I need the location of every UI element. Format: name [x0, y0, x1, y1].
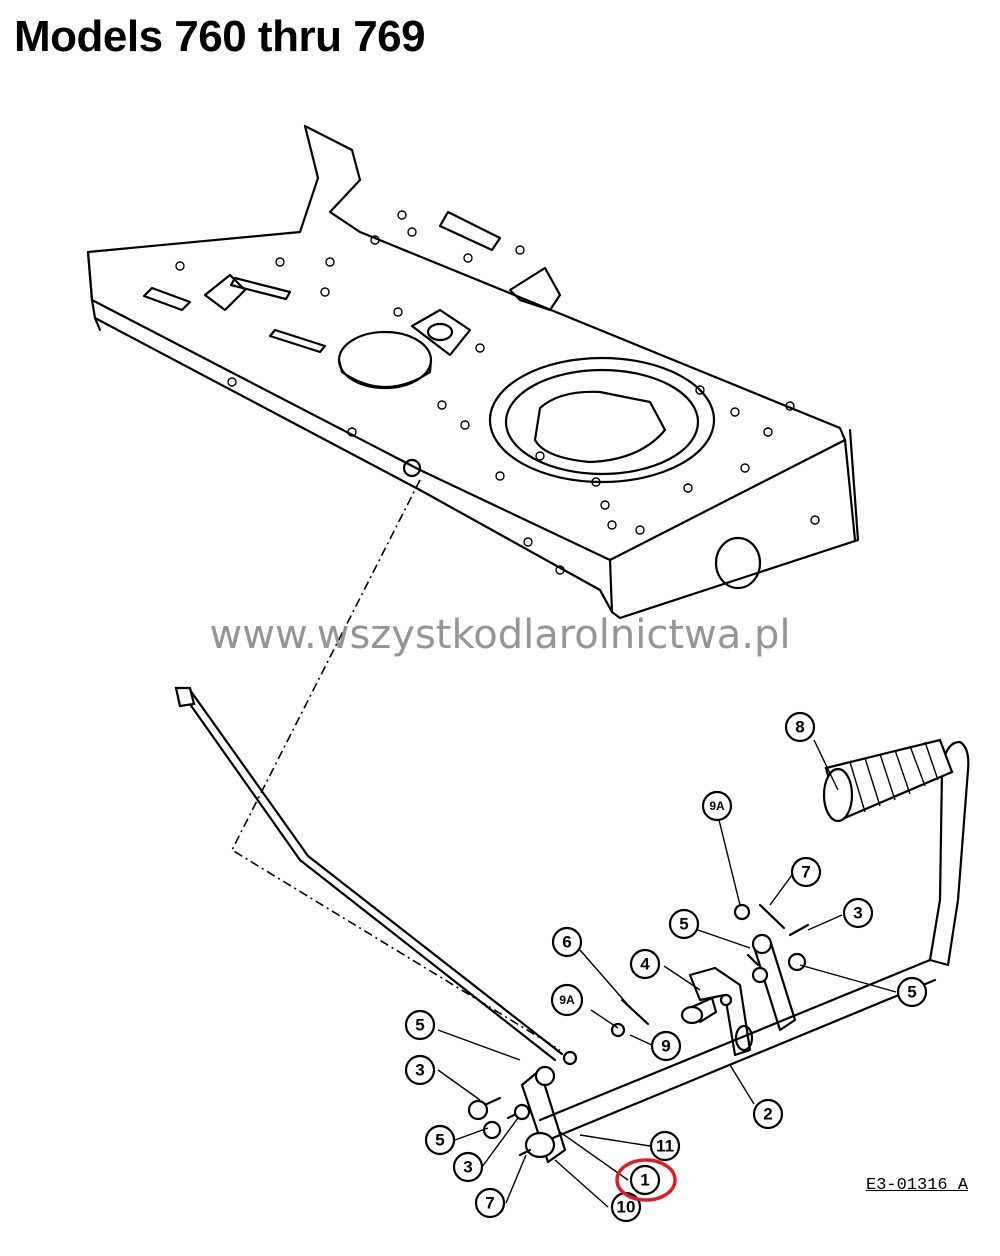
callout-9a-top: 9A	[701, 790, 733, 822]
callout-7-bottom: 7	[474, 1187, 506, 1219]
svg-text:2: 2	[763, 1105, 772, 1124]
svg-text:7: 7	[485, 1194, 494, 1213]
callout-5-right-b: 5	[896, 976, 928, 1008]
svg-text:9A: 9A	[709, 799, 725, 813]
callout-9: 9	[650, 1030, 682, 1062]
callout-1: 1	[629, 1164, 661, 1196]
callout-2: 2	[752, 1098, 784, 1130]
svg-text:9A: 9A	[559, 993, 575, 1007]
drawing-code: E3-01316 A	[866, 1176, 969, 1195]
callout-5-right-a: 5	[668, 908, 700, 940]
callout-3-left-b: 3	[452, 1151, 484, 1183]
highlight-ring	[615, 1158, 677, 1202]
pedal-arm	[822, 738, 970, 967]
right-bracket	[733, 903, 810, 1032]
callout-7-top: 7	[790, 856, 822, 888]
cross-shaft	[538, 958, 937, 1142]
callout-3-right: 3	[842, 897, 874, 929]
svg-text:1: 1	[640, 1171, 649, 1190]
svg-text:6: 6	[562, 933, 571, 952]
svg-text:9: 9	[661, 1037, 670, 1056]
svg-text:5: 5	[679, 915, 688, 934]
callout-3-left-a: 3	[404, 1054, 436, 1086]
svg-text:5: 5	[435, 1131, 444, 1150]
svg-text:3: 3	[415, 1061, 424, 1080]
page-title: Models 760 thru 769	[14, 12, 426, 61]
svg-text:5: 5	[415, 1016, 424, 1035]
svg-text:4: 4	[640, 955, 650, 974]
svg-text:5: 5	[907, 983, 916, 1002]
svg-text:7: 7	[801, 863, 810, 882]
callout-5-left-a: 5	[404, 1009, 436, 1041]
callout-4: 4	[629, 948, 661, 980]
callout-8: 8	[784, 711, 816, 743]
callout-11: 11	[649, 1130, 681, 1162]
svg-text:3: 3	[463, 1158, 472, 1177]
svg-text:10: 10	[617, 1198, 636, 1217]
watermark: www.wszystkodlarolnictwa.pl	[209, 612, 791, 658]
chassis-frame	[86, 124, 860, 620]
callout-5-left-b: 5	[424, 1124, 456, 1156]
assembly-leader	[230, 479, 561, 1051]
leader-lines	[437, 739, 897, 1208]
svg-text:3: 3	[853, 904, 862, 923]
callout-9a-mid: 9A	[550, 983, 584, 1017]
left-lever	[467, 1050, 578, 1164]
svg-text:11: 11	[656, 1137, 674, 1156]
callout-6: 6	[551, 926, 583, 958]
svg-text:8: 8	[795, 718, 804, 737]
control-rod	[174, 686, 564, 1062]
